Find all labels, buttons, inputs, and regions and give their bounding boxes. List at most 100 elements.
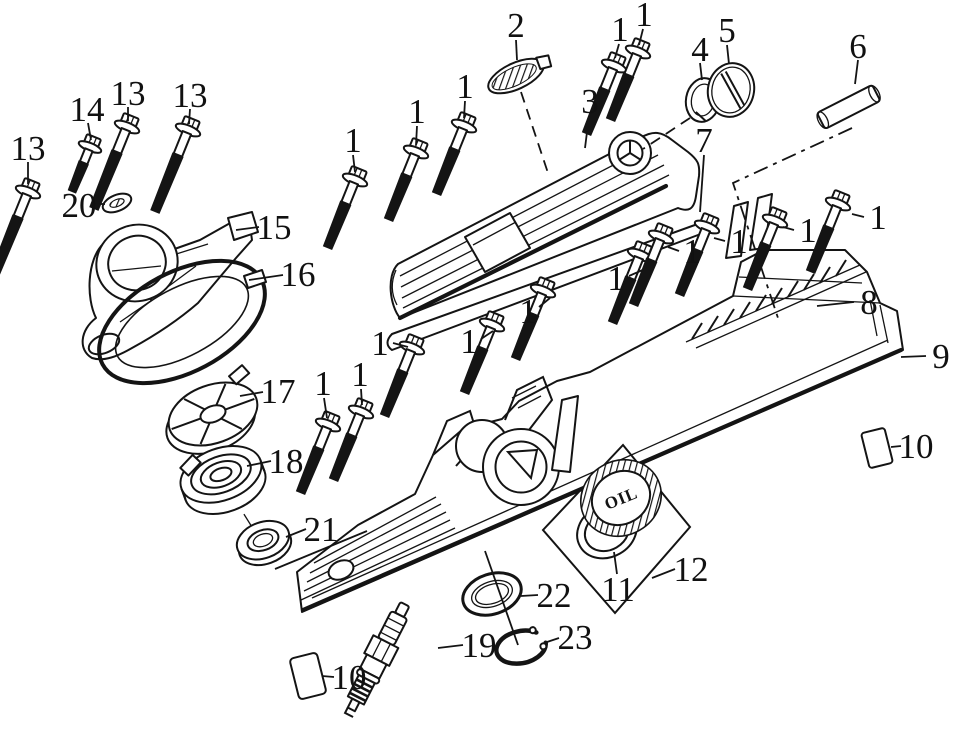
part-number-callout: 10 [332, 658, 367, 697]
construction-line [731, 127, 853, 319]
part-number-callout: 16 [281, 255, 316, 294]
leader-line [248, 274, 284, 281]
leader-lines-layer [27, 28, 927, 678]
leader-line [890, 445, 902, 448]
o-ring [461, 571, 523, 617]
leader-line [463, 100, 466, 119]
outlet-housing [81, 211, 259, 361]
leader-line [851, 213, 865, 218]
leader-line [628, 267, 648, 277]
part-number-callout: 14 [70, 90, 105, 129]
part-number-callout: 1 [456, 67, 474, 106]
part-number-callout: 11 [601, 570, 635, 609]
leader-line [726, 44, 730, 65]
part-number-callout: 1 [351, 355, 369, 394]
part-number-callout: 8 [860, 283, 878, 322]
part-number-callout: 1 [314, 364, 332, 403]
leader-line [285, 528, 307, 538]
cover-round-boss [608, 131, 652, 175]
part-number-callout: 7 [695, 121, 713, 160]
part-number-callout: 13 [173, 76, 208, 115]
part-number-callout: 1 [730, 222, 748, 261]
seal-ring [235, 513, 293, 567]
leader-line [246, 460, 272, 467]
leader-line [614, 43, 620, 59]
part-number-callout: 1 [344, 121, 362, 160]
part-number-callout: 1 [371, 324, 389, 363]
cylinder-head-cover [389, 131, 701, 321]
detail-frame [541, 443, 692, 615]
leader-line [87, 122, 92, 141]
part-number-callout: 1 [635, 0, 653, 34]
part-number-callout: 1 [799, 211, 817, 250]
part-number-callout: 18 [269, 442, 304, 481]
leader-line [782, 226, 795, 231]
construction-line [484, 550, 519, 646]
leader-line [854, 59, 859, 85]
leader-line [323, 397, 328, 419]
part-number-callout: 1 [869, 198, 887, 237]
part-number-callout: 1 [460, 322, 478, 361]
construction-line [642, 117, 691, 150]
part-number-callout: 12 [674, 550, 709, 589]
leader-line [352, 154, 356, 173]
slotted-cap [706, 62, 756, 118]
leader-line [515, 39, 518, 61]
part-number-callout: 23 [558, 618, 593, 657]
part-number-callout: 1 [611, 10, 629, 49]
leader-line [546, 637, 560, 643]
leader-line [239, 391, 264, 397]
leader-line [188, 108, 191, 125]
filler-cap [179, 445, 267, 515]
part-number-callout: 13 [11, 129, 46, 168]
cylinder-head [296, 193, 904, 613]
leader-line [538, 297, 551, 308]
leader-line [699, 154, 705, 213]
part-number-callout: 1 [683, 232, 701, 271]
part-number-callout: 3 [581, 82, 599, 121]
leader-line [667, 246, 680, 252]
knurl-hatch [691, 259, 847, 340]
leader-line [816, 301, 855, 307]
leader-line [415, 125, 418, 146]
part-number-callout: 15 [257, 208, 292, 247]
leader-line [638, 28, 644, 46]
part-number-callout: 5 [718, 11, 736, 50]
half-moon-seal [487, 54, 553, 95]
c-clip [494, 626, 548, 666]
leader-line [321, 675, 335, 678]
cover-notch-bracket [464, 212, 531, 273]
washer [101, 192, 133, 214]
leader-line [900, 355, 927, 358]
leader-line [613, 551, 618, 575]
leader-line [699, 62, 703, 81]
leader-line [584, 115, 590, 149]
ribbed-cap [165, 364, 259, 455]
leader-line [392, 342, 409, 348]
part-number-callout: 2 [507, 6, 525, 45]
leader-line [360, 388, 363, 406]
part-number-callout: 1 [607, 259, 625, 298]
part-number-callout: 19 [462, 626, 497, 665]
leader-line [713, 237, 726, 242]
leader-line [437, 644, 464, 649]
part-number-callout: 20 [62, 186, 97, 225]
part-number-callout: 6 [849, 27, 867, 66]
square-clip [289, 652, 327, 700]
part-number-callout: 21 [304, 510, 339, 549]
part-number-callout: 13 [111, 74, 146, 113]
housing-gasket [97, 258, 267, 386]
construction-line [274, 530, 368, 570]
square-clip [860, 427, 894, 469]
part-number-callout: 4 [691, 30, 709, 69]
part-number-callout: 17 [261, 372, 296, 411]
leader-line [520, 594, 539, 597]
part-number-callout: 9 [932, 337, 950, 376]
part-number-callout: 1 [408, 92, 426, 131]
spark-plug [343, 601, 410, 718]
oil-cap: OIL [579, 458, 663, 538]
part-number-callout: 22 [537, 576, 572, 615]
leader-line [480, 330, 494, 340]
